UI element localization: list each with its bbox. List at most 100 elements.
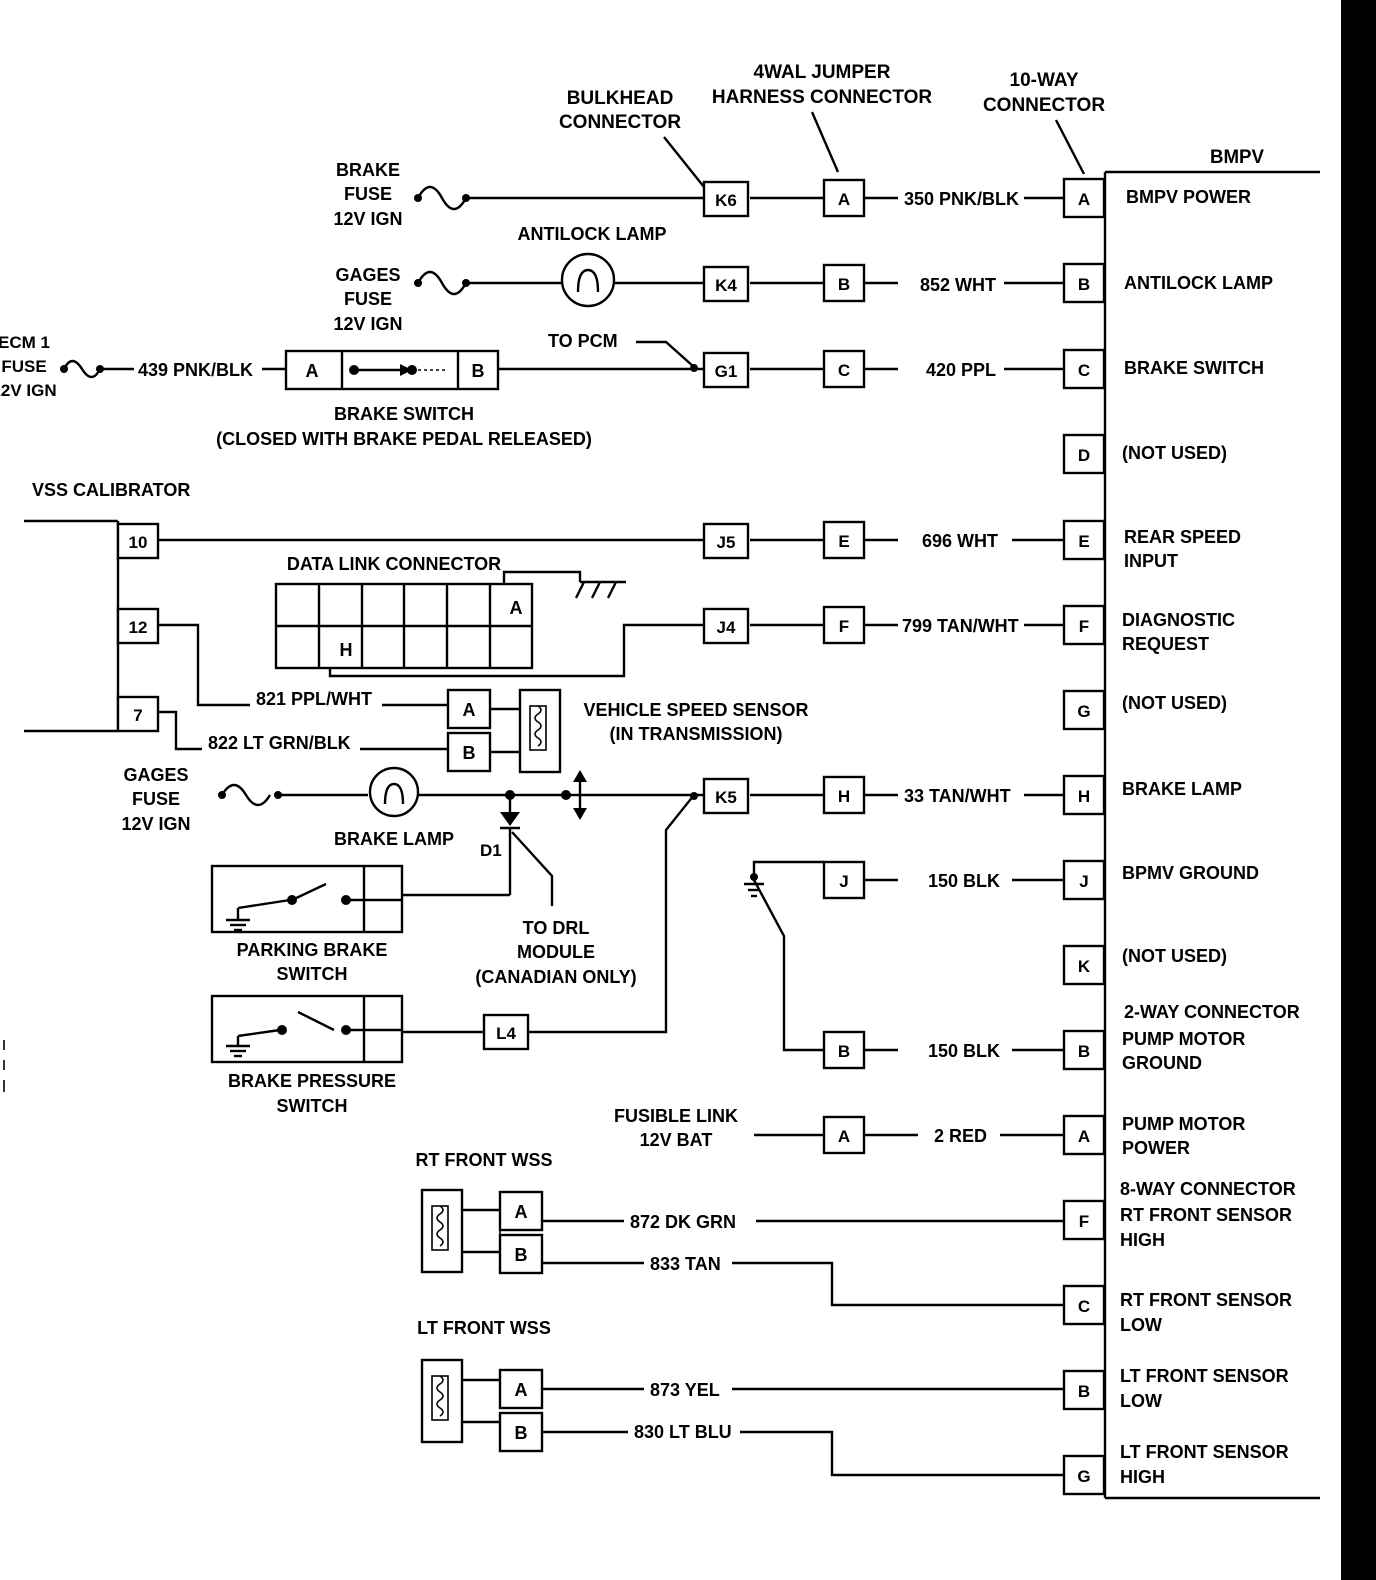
svg-text:BRAKE: BRAKE bbox=[336, 160, 400, 180]
wire-label: 821 PPL/WHT bbox=[256, 689, 372, 709]
brake-switch: A B bbox=[284, 349, 500, 391]
bmpv-pin: B bbox=[1062, 1369, 1106, 1411]
coil-icon bbox=[529, 705, 547, 751]
jumper-connector: A B C E F H J B A bbox=[822, 178, 866, 1155]
connector-label: 2-WAY CONNECTOR bbox=[1124, 1002, 1300, 1022]
wire-label: 350 PNK/BLK bbox=[904, 189, 1019, 209]
svg-text:GAGES: GAGES bbox=[335, 265, 400, 285]
svg-text:ECM 1: ECM 1 bbox=[0, 333, 50, 352]
wire-label: 830 LT BLU bbox=[634, 1422, 732, 1442]
antilock-lamp-label: ANTILOCK LAMP bbox=[518, 224, 667, 244]
brake-fuse-circuit: BRAKE FUSE 12V IGN bbox=[333, 160, 704, 229]
svg-text:G: G bbox=[1077, 702, 1090, 721]
bmpv-pin: G bbox=[1062, 1454, 1106, 1496]
to-drl-label-3: (CANADIAN ONLY) bbox=[475, 967, 636, 987]
svg-text:J4: J4 bbox=[717, 618, 736, 637]
brake-switch-circuit: ECM 1 FUSE 12V IGN A B BRAKE SWITCH (CLO… bbox=[0, 331, 704, 449]
wire-label: 799 TAN/WHT bbox=[902, 616, 1019, 636]
bmpv-function: (NOT USED) bbox=[1122, 693, 1227, 713]
svg-text:E: E bbox=[838, 532, 849, 551]
bmpv-function: BRAKE LAMP bbox=[1122, 779, 1242, 799]
bmpv-function: POWER bbox=[1122, 1138, 1190, 1158]
svg-text:GAGES: GAGES bbox=[123, 765, 188, 785]
jumper-pin-e: E bbox=[822, 520, 866, 560]
bulkhead-pin-k5: K5 bbox=[702, 777, 750, 815]
ground-circuit bbox=[744, 860, 824, 1052]
svg-text:D: D bbox=[1078, 446, 1090, 465]
bmpv-pin: H bbox=[1062, 774, 1106, 816]
bmpv-pin: G bbox=[1062, 689, 1106, 731]
jumper-header-1: 4WAL JUMPER bbox=[754, 62, 891, 83]
column-headers: BULKHEAD CONNECTOR 4WAL JUMPER HARNESS C… bbox=[559, 62, 1105, 193]
svg-text:F: F bbox=[1079, 1212, 1089, 1231]
jumper-pin-c: C bbox=[822, 349, 866, 389]
rt-wss-pin-a: A bbox=[498, 1190, 544, 1232]
bulkhead-header-2: CONNECTOR bbox=[559, 112, 681, 133]
brake-pressure-label-1: BRAKE PRESSURE bbox=[228, 1071, 396, 1091]
two-way-pin-b: B bbox=[822, 1030, 866, 1070]
bmpv-function: REAR SPEED bbox=[1124, 527, 1241, 547]
svg-text:E: E bbox=[1078, 532, 1089, 551]
vss-sensor-pin-b: B bbox=[446, 731, 492, 773]
lt-wss-pin-a: A bbox=[498, 1368, 544, 1410]
bmpv-pin: F bbox=[1062, 604, 1106, 646]
svg-text:B: B bbox=[472, 361, 485, 381]
svg-text:12V IGN: 12V IGN bbox=[333, 314, 402, 334]
bmpv-function: PUMP MOTOR bbox=[1122, 1114, 1245, 1134]
brake-lamp-circuit: GAGES FUSE 12V IGN BRAKE LAMP bbox=[121, 765, 704, 1034]
vss-sensor-note: (IN TRANSMISSION) bbox=[610, 724, 783, 744]
jumper-pin-f: F bbox=[822, 605, 866, 645]
bmpv-function: BRAKE SWITCH bbox=[1124, 358, 1264, 378]
svg-text:B: B bbox=[1078, 1382, 1090, 1401]
wire-label: 873 YEL bbox=[650, 1380, 720, 1400]
bulkhead-pin-l4: L4 bbox=[482, 1013, 530, 1051]
parking-brake-label-2: SWITCH bbox=[277, 964, 348, 984]
diode-label: D1 bbox=[480, 841, 502, 860]
svg-text:12V IGN: 12V IGN bbox=[121, 814, 190, 834]
svg-text:K: K bbox=[1078, 957, 1091, 976]
svg-text:FUSE: FUSE bbox=[132, 789, 180, 809]
lt-wss-label: LT FRONT WSS bbox=[417, 1318, 551, 1338]
vss-pin-7: 7 bbox=[116, 695, 160, 733]
svg-text:12V IGN: 12V IGN bbox=[333, 209, 402, 229]
ground-icon bbox=[226, 1036, 250, 1058]
wire-label: 696 WHT bbox=[922, 531, 998, 551]
dlc-label: DATA LINK CONNECTOR bbox=[287, 554, 501, 574]
scan-edge-bar bbox=[1341, 0, 1376, 1580]
bmpv-function: PUMP MOTOR bbox=[1122, 1029, 1245, 1049]
bmpv-pin: F bbox=[1062, 1199, 1106, 1241]
svg-text:B: B bbox=[515, 1423, 528, 1443]
wire-label: 833 TAN bbox=[650, 1254, 721, 1274]
bmpv-pins: A B C D E F G H J K B A F C B G bbox=[1062, 177, 1106, 1496]
connector-label: 8-WAY CONNECTOR bbox=[1120, 1179, 1296, 1199]
svg-text:B: B bbox=[838, 1042, 850, 1061]
svg-text:C: C bbox=[838, 361, 850, 380]
rt-wss-pin-b: B bbox=[498, 1233, 544, 1275]
wire-label: 150 BLK bbox=[928, 871, 1000, 891]
svg-text:B: B bbox=[463, 743, 476, 763]
vss-sensor-label: VEHICLE SPEED SENSOR bbox=[583, 700, 808, 720]
svg-text:FUSIBLE LINK: FUSIBLE LINK bbox=[614, 1106, 738, 1126]
svg-text:12V IGN: 12V IGN bbox=[0, 381, 57, 400]
svg-text:12: 12 bbox=[129, 618, 148, 637]
coil-icon bbox=[431, 1205, 449, 1251]
bulkhead-pin-g1: G1 bbox=[702, 351, 750, 389]
vss-calibrator-label: VSS CALIBRATOR bbox=[32, 480, 190, 500]
svg-text:7: 7 bbox=[133, 706, 142, 725]
svg-text:FUSE: FUSE bbox=[344, 184, 392, 204]
svg-text:10: 10 bbox=[129, 533, 148, 552]
bmpv-title: BMPV bbox=[1210, 147, 1264, 168]
svg-text:FUSE: FUSE bbox=[344, 289, 392, 309]
bmpv-function: (NOT USED) bbox=[1122, 443, 1227, 463]
bmpv-function: LOW bbox=[1120, 1391, 1162, 1411]
brake-lamp-label: BRAKE LAMP bbox=[334, 829, 454, 849]
fuse-icon bbox=[414, 185, 470, 211]
bmpv-pin: A bbox=[1062, 177, 1106, 219]
svg-text:A: A bbox=[838, 1127, 850, 1146]
to-drl-label-2: MODULE bbox=[517, 942, 595, 962]
svg-text:F: F bbox=[1079, 617, 1089, 636]
svg-text:FUSE: FUSE bbox=[1, 357, 46, 376]
vehicle-speed-sensor: A B VEHICLE SPEED SENSOR (IN TRANSMISSIO… bbox=[446, 688, 809, 774]
svg-text:B: B bbox=[1078, 1042, 1090, 1061]
svg-text:F: F bbox=[839, 617, 849, 636]
